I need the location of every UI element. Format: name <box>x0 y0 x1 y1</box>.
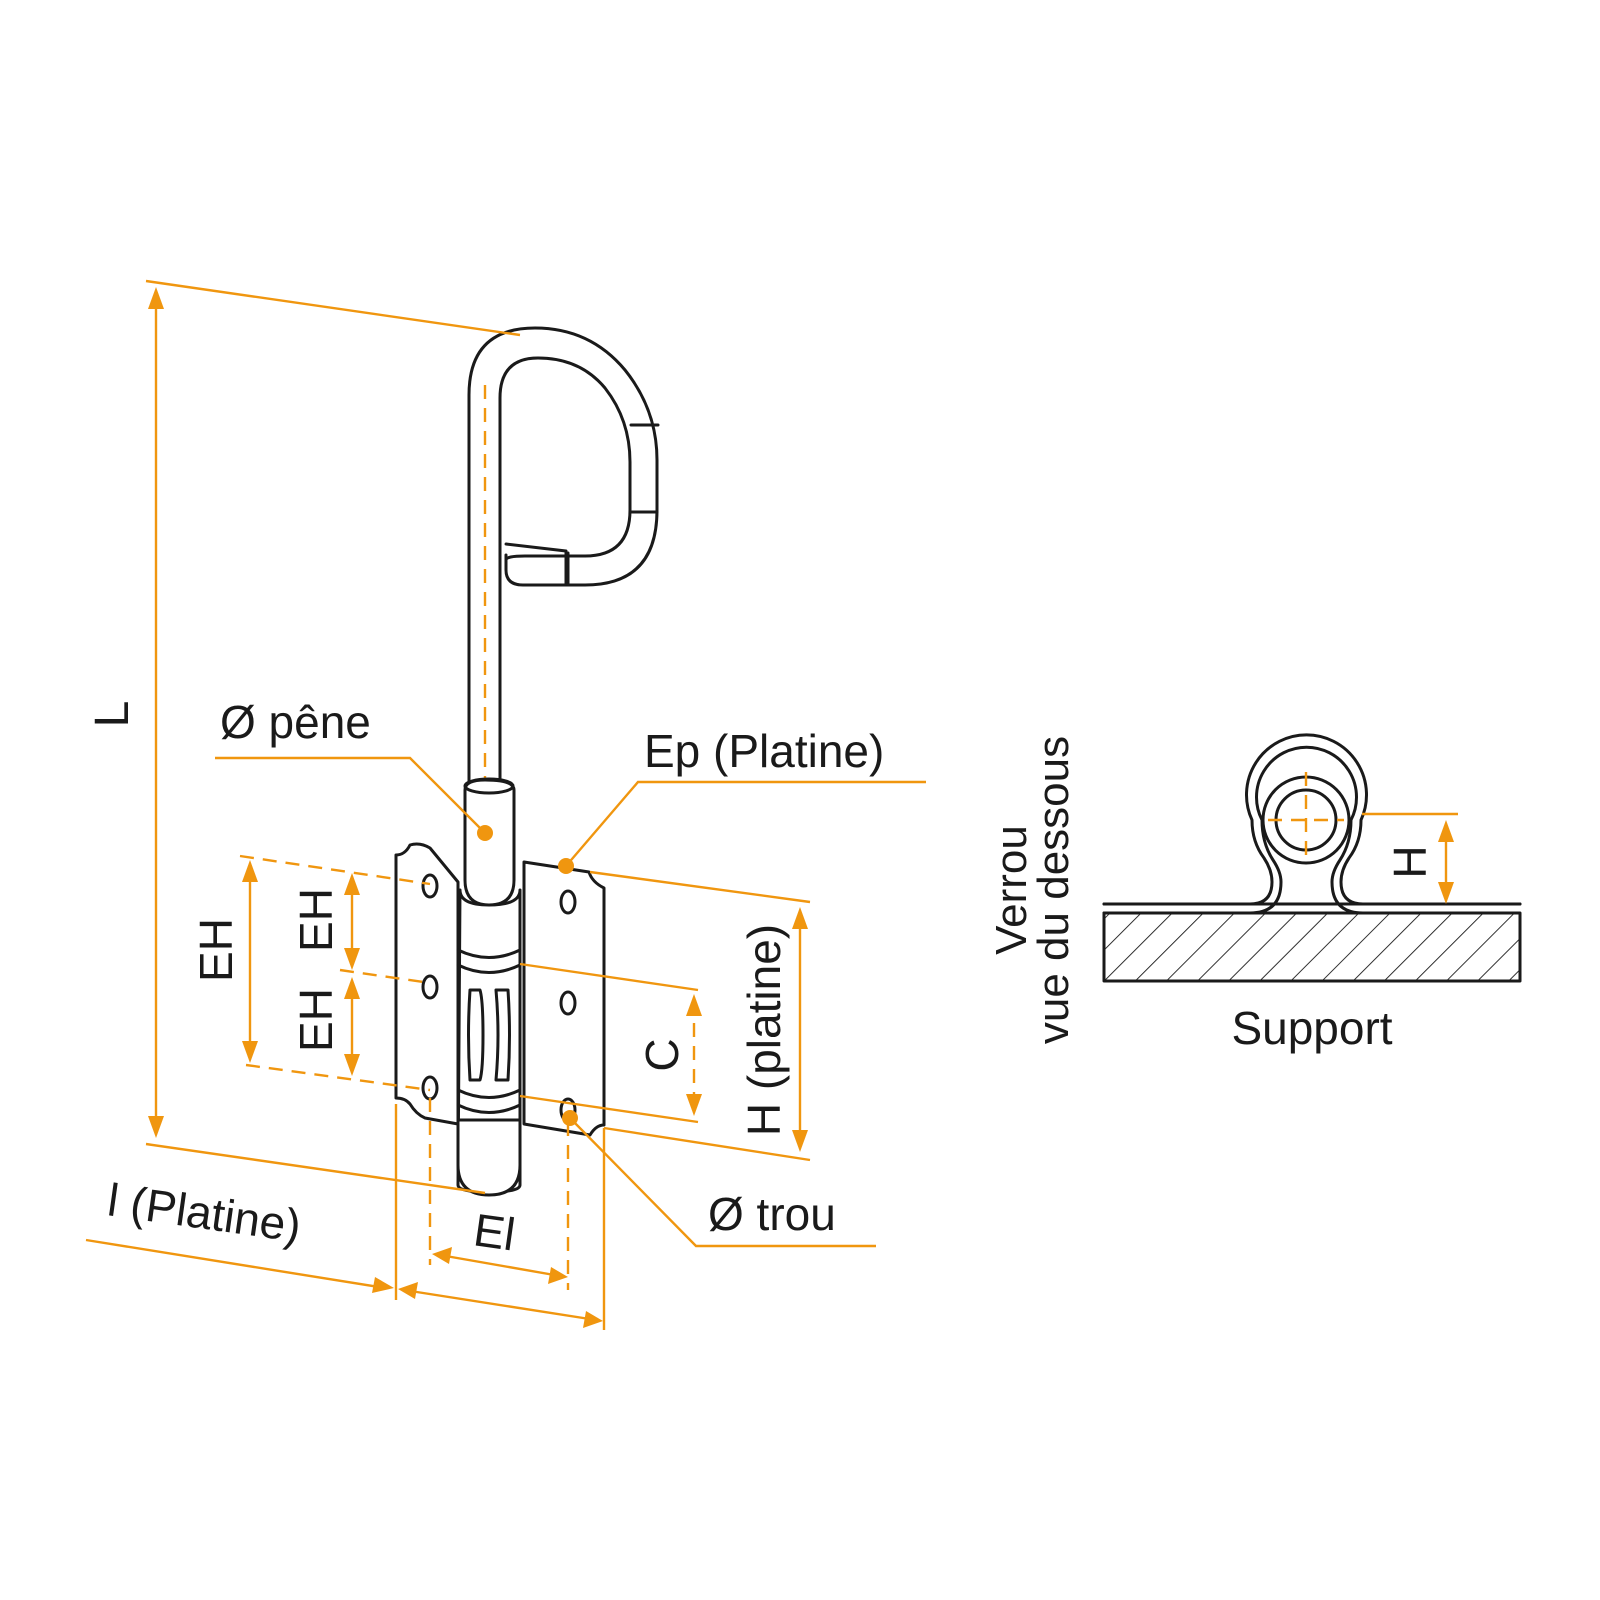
eh-total-arrow-bottom <box>242 1041 258 1063</box>
support-hatching <box>1104 913 1520 981</box>
handle-end-cap <box>504 542 568 586</box>
l-platine-leader <box>85 1238 386 1290</box>
eh-lower-arrow-bottom <box>344 1054 360 1076</box>
handle-outer-outline <box>467 326 659 792</box>
c-extension-top <box>519 962 699 992</box>
l-platine-arrow-left-outer <box>372 1277 394 1293</box>
knuckle-line-3 <box>456 1088 522 1099</box>
l-platine-arrow-right <box>583 1311 603 1328</box>
knuckle-line-2 <box>456 963 522 974</box>
h-platine-extension-top <box>589 870 811 904</box>
c-label: C <box>636 1038 688 1071</box>
bolt-diameter-dot <box>477 825 493 841</box>
eh-extension-bottom <box>245 1063 431 1092</box>
support-label: Support <box>1231 1002 1392 1054</box>
side-height-label: H <box>1384 845 1436 878</box>
side-view-caption-line2: vue du dessous <box>1029 736 1078 1044</box>
left-plate-hole-top <box>421 873 439 899</box>
eh-upper-label: EH <box>290 888 342 952</box>
l-extension-bottom <box>145 1142 486 1195</box>
plate-thickness-label: Ep (Platine) <box>644 725 884 777</box>
el-dimension-line <box>439 1253 561 1278</box>
l-arrow-top <box>148 287 164 309</box>
handle-inner-outline <box>498 356 632 792</box>
c-extension-bottom <box>519 1094 699 1124</box>
eh-total-arrow-top <box>242 860 258 882</box>
eh-upper-arrow-top <box>344 873 360 895</box>
side-h-arrow-top <box>1438 820 1454 842</box>
right-plate <box>522 860 606 1137</box>
bolt-diameter-label: Ø pêne <box>220 696 371 748</box>
hole-diameter-label: Ø trou <box>708 1188 836 1240</box>
knuckle-line-1 <box>456 948 522 959</box>
support-block <box>1102 911 1522 983</box>
lock-cylinder <box>456 777 522 1197</box>
underside-view: Verrou vue du dessous H Support <box>987 733 1522 1054</box>
l-extension-top <box>145 279 521 337</box>
dimensions <box>85 279 926 1330</box>
knuckle-line-4 <box>456 1103 522 1114</box>
boss-inner-outline <box>1102 745 1365 915</box>
cylinder-slot <box>467 988 485 1082</box>
hinge-plates <box>394 842 606 1137</box>
left-plate <box>394 842 460 1126</box>
length-label: L <box>86 701 139 728</box>
h-platine-extension-bottom <box>603 1126 811 1162</box>
el-label: El <box>471 1203 519 1260</box>
c-arrow-bottom <box>686 1094 702 1116</box>
right-plate-hole-middle <box>559 990 577 1016</box>
eh-extension-top <box>239 854 431 886</box>
cylinder-top-face <box>463 777 515 795</box>
plate-height-label: H (platine) <box>738 924 790 1136</box>
el-arrow-left <box>432 1247 452 1264</box>
side-view-caption-line1: Verrou <box>987 825 1036 955</box>
left-plate-hole-middle <box>421 974 439 1000</box>
eh-lower-label: EH <box>290 988 342 1052</box>
c-arrow-top <box>686 994 702 1016</box>
plate-width-label: l (Platine) <box>105 1173 305 1252</box>
h-platine-arrow-top <box>792 907 808 929</box>
right-plate-hole-top <box>559 889 577 915</box>
eh-upper-arrow-bottom <box>344 948 360 970</box>
el-arrow-right <box>548 1267 568 1284</box>
cylinder-bottom-end <box>456 1118 522 1197</box>
boss-outer-outline <box>1102 733 1522 906</box>
plate-thickness-dot <box>558 858 574 874</box>
bolt-diameter-leader <box>215 756 486 834</box>
cylinder-upper-collar <box>463 778 516 907</box>
l-platine-arrow-left <box>398 1282 418 1299</box>
cylinder-slot-right <box>494 988 511 1082</box>
hole-diameter-dot <box>562 1110 578 1126</box>
eh-total-label: EH <box>190 918 242 982</box>
eh-extension-middle <box>339 968 431 985</box>
plate-thickness-leader <box>565 780 926 867</box>
l-arrow-bottom <box>148 1116 164 1138</box>
h-platine-arrow-bottom <box>792 1130 808 1152</box>
side-h-arrow-bottom <box>1438 882 1454 904</box>
hole-diameter-leader <box>569 1117 876 1248</box>
eh-lower-arrow-top <box>344 977 360 999</box>
l-platine-dimension-line <box>403 1288 597 1322</box>
